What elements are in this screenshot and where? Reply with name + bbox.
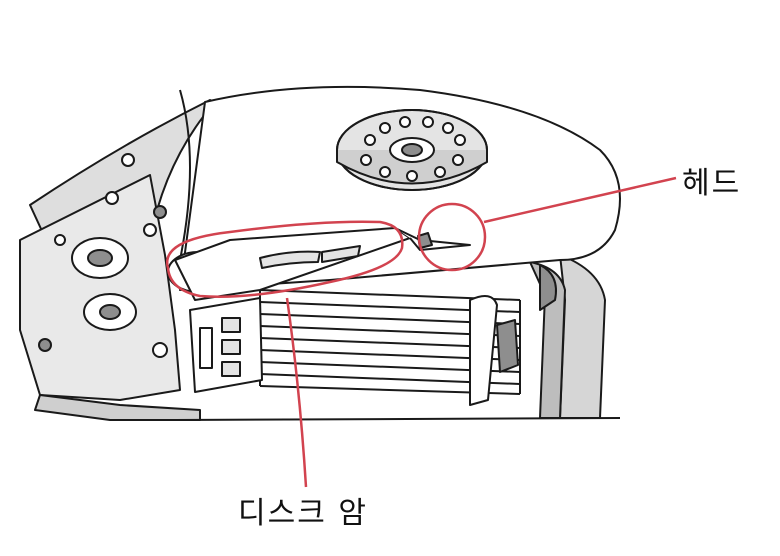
arm-comb (189, 297, 263, 393)
disk-arm-label: 디스크 암 (238, 496, 368, 531)
spindle-hub (336, 109, 488, 191)
head-ramp (469, 264, 557, 406)
disk-arm (174, 227, 471, 301)
head-label: 헤드 (682, 166, 742, 201)
disk-arm-callout (165, 220, 404, 488)
drive-enclosure (19, 99, 621, 421)
head-callout (417, 176, 677, 272)
base-plate-screws (38, 153, 168, 358)
